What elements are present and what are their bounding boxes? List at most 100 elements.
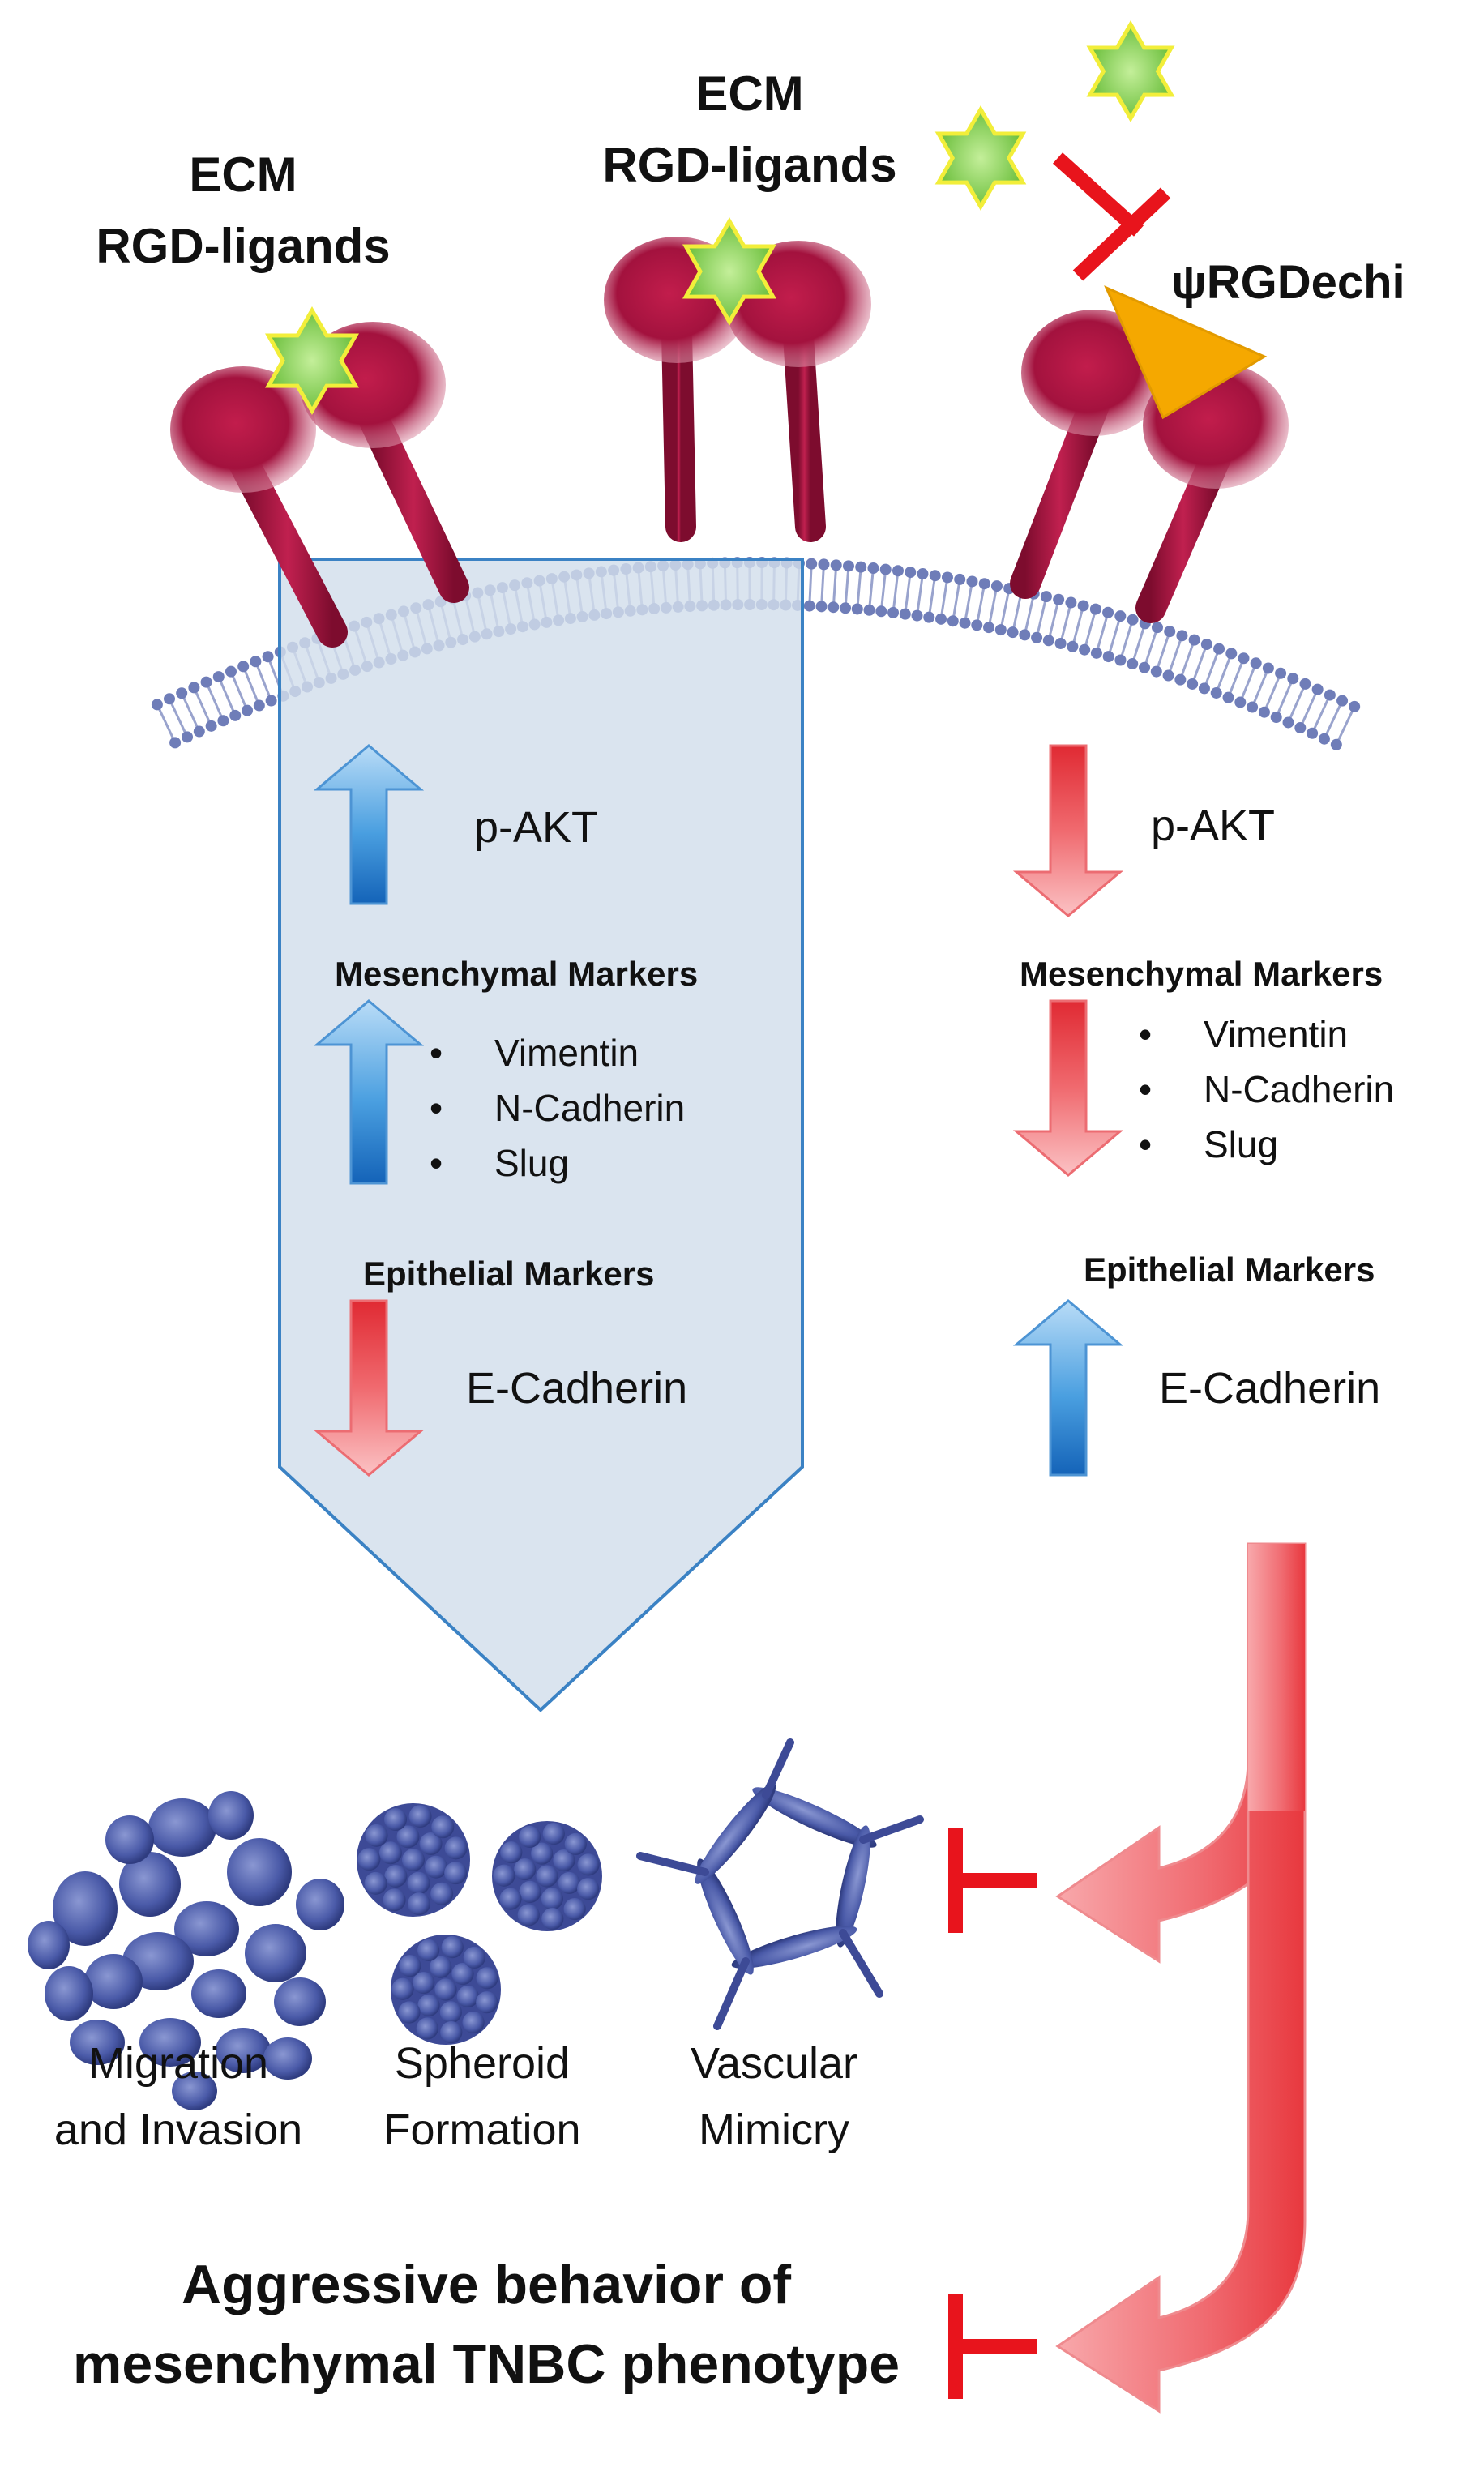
lipid-head (1151, 622, 1163, 634)
lipid-tail (940, 582, 948, 615)
cell-icon (563, 1897, 586, 1921)
lipid-head (205, 720, 217, 732)
lipid-head (947, 615, 959, 627)
lipid-head (1164, 626, 1176, 638)
lipid-head (1262, 662, 1274, 674)
treatment-effect-arrow (1055, 1542, 1307, 2414)
lipid-head (935, 613, 947, 625)
triangle-inhibitor-icon (1104, 285, 1268, 420)
cell-icon (499, 1888, 522, 1910)
cell-icon (408, 1805, 432, 1828)
cell-icon (70, 2020, 125, 2065)
lipid-head (1079, 643, 1091, 656)
cell-icon (419, 1832, 443, 1856)
lipid-head (1287, 673, 1299, 685)
lipid-tail (844, 571, 850, 604)
lipid-tail (820, 569, 825, 602)
lipid-head (830, 559, 842, 571)
cell-icon (440, 2021, 463, 2044)
cell-icon (384, 1808, 408, 1832)
lipid-tail (158, 708, 174, 739)
vascular-spike (859, 1815, 924, 1844)
cell-icon (274, 1977, 326, 2026)
lipid-head (1040, 591, 1052, 603)
cell-icon (364, 1871, 387, 1895)
lipid-tail (1144, 631, 1157, 664)
cell-icon (172, 2072, 217, 2110)
cell-icon (577, 1878, 600, 1900)
cell-icon (519, 1880, 541, 1904)
ecadherin-label-untreated: E-Cadherin (466, 1364, 688, 1413)
vascular-spike (636, 1852, 709, 1876)
lipid-tail (928, 579, 936, 613)
cell-icon (542, 1823, 565, 1845)
lipid-tail (1337, 710, 1354, 742)
pakt-label-untreated: p-AKT (474, 803, 599, 852)
cell-icon (398, 2001, 421, 2024)
lipid-head (1054, 637, 1067, 649)
lipid-head (840, 602, 852, 614)
cell-icon (413, 1971, 435, 1995)
lipid-head (262, 651, 274, 663)
migration-cells-illustration (28, 1791, 344, 2110)
lipid-head (182, 731, 194, 743)
cell-icon (383, 1888, 406, 1912)
lipid-head (237, 661, 250, 673)
lipid-head (1174, 673, 1187, 686)
inhibitor-label: ψRGDechi (1171, 256, 1405, 309)
cell-icon (451, 1962, 474, 1986)
cell-icon (463, 1946, 485, 1969)
lipid-tail (1157, 635, 1170, 668)
lipid-head (842, 560, 854, 572)
lipid-tail (868, 572, 875, 605)
lipid-head (151, 699, 163, 711)
vascular-mimicry-illustration (636, 1738, 924, 2030)
lipid-head (828, 601, 840, 614)
lipid-head (1330, 738, 1342, 750)
lipid-head (1187, 678, 1199, 690)
cell-icon (564, 1832, 587, 1856)
lipid-head (863, 604, 875, 616)
lipid-head (212, 671, 225, 683)
lipid-tail (880, 574, 887, 607)
inhibition-bar-icon (948, 1828, 1037, 2399)
vascular-spike (839, 1929, 883, 1998)
lipid-head (1324, 689, 1336, 701)
receptor-stalk (783, 321, 826, 542)
lipid-head (193, 725, 205, 738)
lipid-tail (231, 675, 247, 707)
vascular-cell-icon (697, 1858, 754, 1975)
lipid-head (887, 606, 900, 618)
lipid-head (994, 624, 1007, 636)
list-item: Slug (430, 1135, 685, 1191)
vascular-spike (762, 1738, 794, 1799)
cell-icon (84, 1954, 143, 2009)
lipid-head (1150, 665, 1162, 678)
cell-icon (577, 1853, 600, 1876)
lipid-tail (952, 584, 960, 617)
lipid-head (1031, 631, 1043, 643)
outcome-vascular-label: Vascular Mimicry (690, 2039, 858, 2154)
cell-icon (558, 1871, 580, 1895)
lipid-tail (244, 670, 259, 702)
lipid-tail (1000, 592, 1010, 626)
lipid-tail (195, 691, 211, 722)
lipid-head (1299, 678, 1311, 690)
cell-icon (296, 1879, 344, 1930)
lipid-head (1090, 647, 1102, 659)
lipid-head (911, 609, 923, 622)
lipid-tail (1048, 604, 1059, 636)
vascular-cell-icon (695, 1783, 776, 1884)
cell-icon (417, 1994, 440, 2017)
lipid-head (200, 676, 212, 688)
lipid-head (1102, 651, 1114, 663)
list-item: Slug (1139, 1117, 1394, 1172)
lipid-head (923, 611, 935, 623)
ecadherin-label-treated: E-Cadherin (1159, 1364, 1381, 1413)
lipid-head (1311, 683, 1324, 695)
lipid-tail (1217, 657, 1231, 689)
lipid-head (892, 565, 904, 577)
lipid-head (1198, 682, 1210, 695)
lipid-head (971, 619, 983, 631)
lipid-head (1250, 657, 1262, 669)
